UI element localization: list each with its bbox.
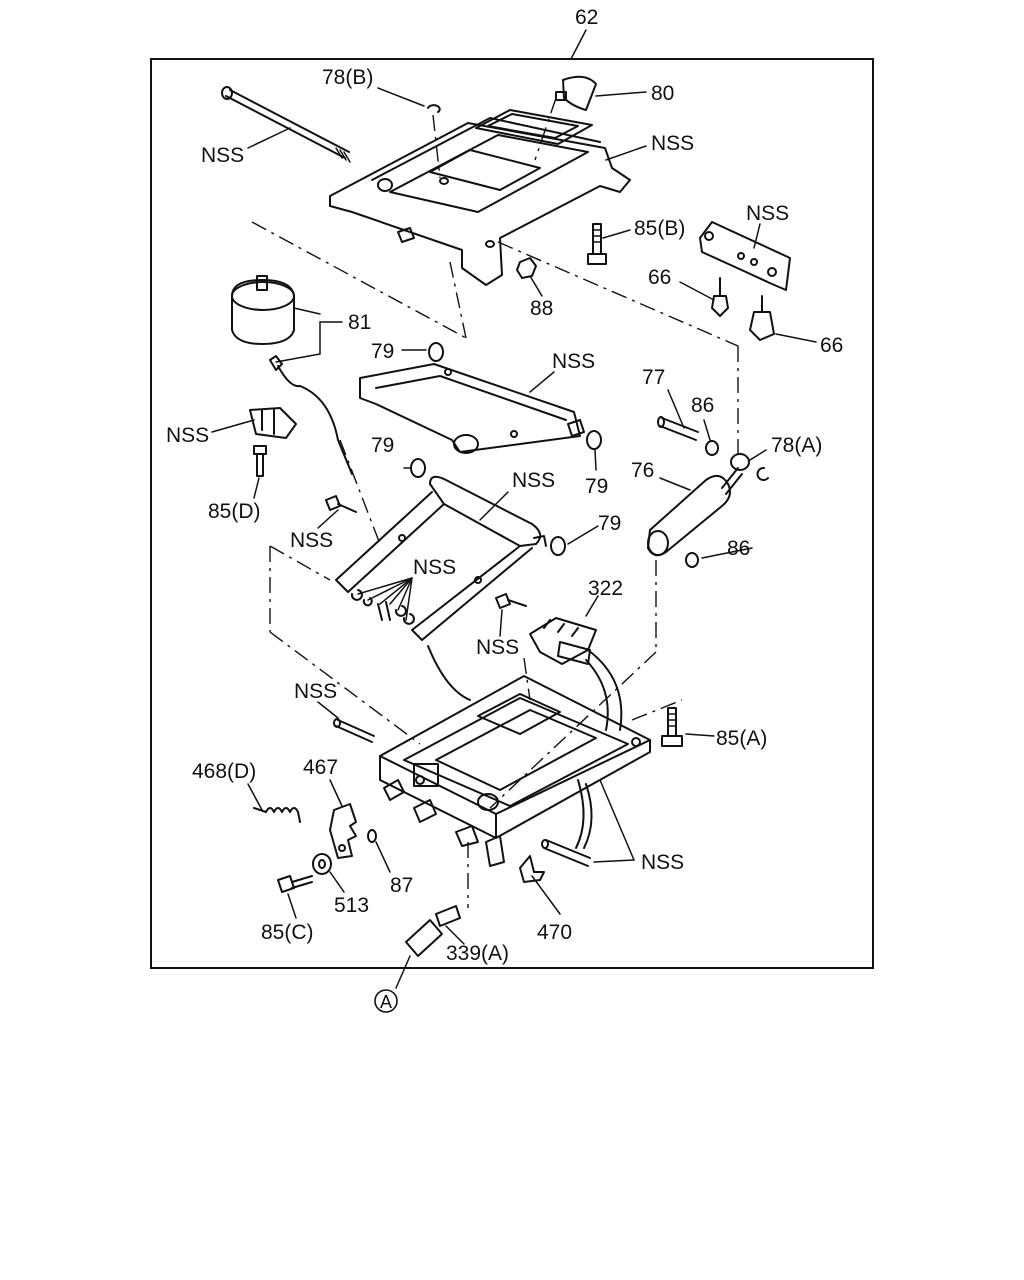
washer-79a (428, 342, 444, 362)
callout-85c: 85(C) (261, 921, 314, 944)
bolt-85b (587, 223, 607, 265)
callout-labels: 78(B) 80 NSS NSS 85(B) NSS 88 66 66 81 7… (166, 66, 843, 965)
bolt-85a (661, 707, 683, 747)
callout-nss-upper: NSS (651, 132, 694, 155)
scissor-arms (335, 475, 547, 641)
knob-80 (562, 75, 597, 111)
callout-nss-clips: NSS (413, 556, 456, 579)
air-spring-81 (231, 275, 353, 475)
callout-nss-bolt-right: NSS (476, 636, 519, 659)
leader-lines (211, 87, 817, 945)
ring-87 (367, 829, 377, 843)
washer-79b (586, 430, 602, 450)
callout-76: 76 (631, 459, 654, 482)
callout-nss-rod: NSS (201, 144, 244, 167)
hook-470 (519, 855, 545, 883)
washer-79c (410, 458, 426, 478)
callout-86a: 86 (691, 394, 714, 417)
pin-lower-left (333, 718, 375, 743)
callout-87: 87 (390, 874, 413, 897)
elbow-339a (395, 905, 461, 989)
washer-513 (312, 853, 332, 875)
shock-absorber-76 (647, 453, 750, 557)
callout-88: 88 (530, 297, 553, 320)
diagram-frame (150, 58, 874, 969)
callout-nss-scissor: NSS (512, 469, 555, 492)
long-rod (221, 86, 351, 163)
knob-66a (711, 277, 729, 317)
upper-frame (329, 109, 631, 286)
nut-88 (516, 257, 537, 279)
reference-marker-label: A (380, 992, 392, 1012)
callout-513: 513 (334, 894, 369, 917)
bolt-scissor-left (325, 495, 357, 513)
callout-86b: 86 (727, 537, 750, 560)
callout-nss-cradle: NSS (552, 350, 595, 373)
bracket-right (699, 221, 791, 291)
bracket-322 (529, 617, 623, 731)
callout-322: 322 (588, 577, 623, 600)
lever-467 (329, 803, 357, 859)
callout-85d: 85(D) (208, 500, 261, 523)
clip-78a (756, 467, 769, 481)
cradle (359, 363, 585, 454)
bolt-scissor-right (495, 593, 527, 609)
callout-78b: 78(B) (322, 66, 373, 89)
clip-78b (427, 104, 441, 113)
assembly-number: 62 (575, 6, 598, 29)
spring-468d (253, 807, 301, 823)
callout-78a: 78(A) (771, 434, 822, 457)
callout-467: 467 (303, 756, 338, 779)
pin-77 (657, 416, 699, 441)
callout-79c: 79 (371, 434, 394, 457)
callout-85a: 85(A) (716, 727, 767, 750)
bolt-85d (253, 445, 267, 477)
knob-66b (749, 295, 775, 341)
callout-66b: 66 (820, 334, 843, 357)
callout-nss-bracket: NSS (746, 202, 789, 225)
callout-nss-lower: NSS (641, 851, 684, 874)
small-clips (350, 577, 415, 625)
reference-marker-circle (374, 989, 398, 1013)
pin-lower-right (541, 839, 591, 867)
callout-468d: 468(D) (192, 760, 256, 783)
callout-470: 470 (537, 921, 572, 944)
bushing-86b (685, 552, 699, 568)
valve-left (249, 407, 297, 439)
callout-79b: 79 (585, 475, 608, 498)
callout-81: 81 (348, 311, 371, 334)
callout-85b: 85(B) (634, 217, 685, 240)
callout-nss-pin: NSS (294, 680, 337, 703)
bushing-86a (705, 440, 719, 456)
callout-80: 80 (651, 82, 674, 105)
bolt-85c (277, 875, 313, 893)
callout-66a: 66 (648, 266, 671, 289)
callout-nss-bolt-left: NSS (290, 529, 333, 552)
callout-nss-valve: NSS (166, 424, 209, 447)
washer-79d (550, 536, 566, 556)
callout-79d: 79 (598, 512, 621, 535)
callout-77: 77 (642, 366, 665, 389)
lower-frame (379, 675, 651, 867)
callout-339a: 339(A) (446, 942, 509, 965)
callout-79a: 79 (371, 340, 394, 363)
